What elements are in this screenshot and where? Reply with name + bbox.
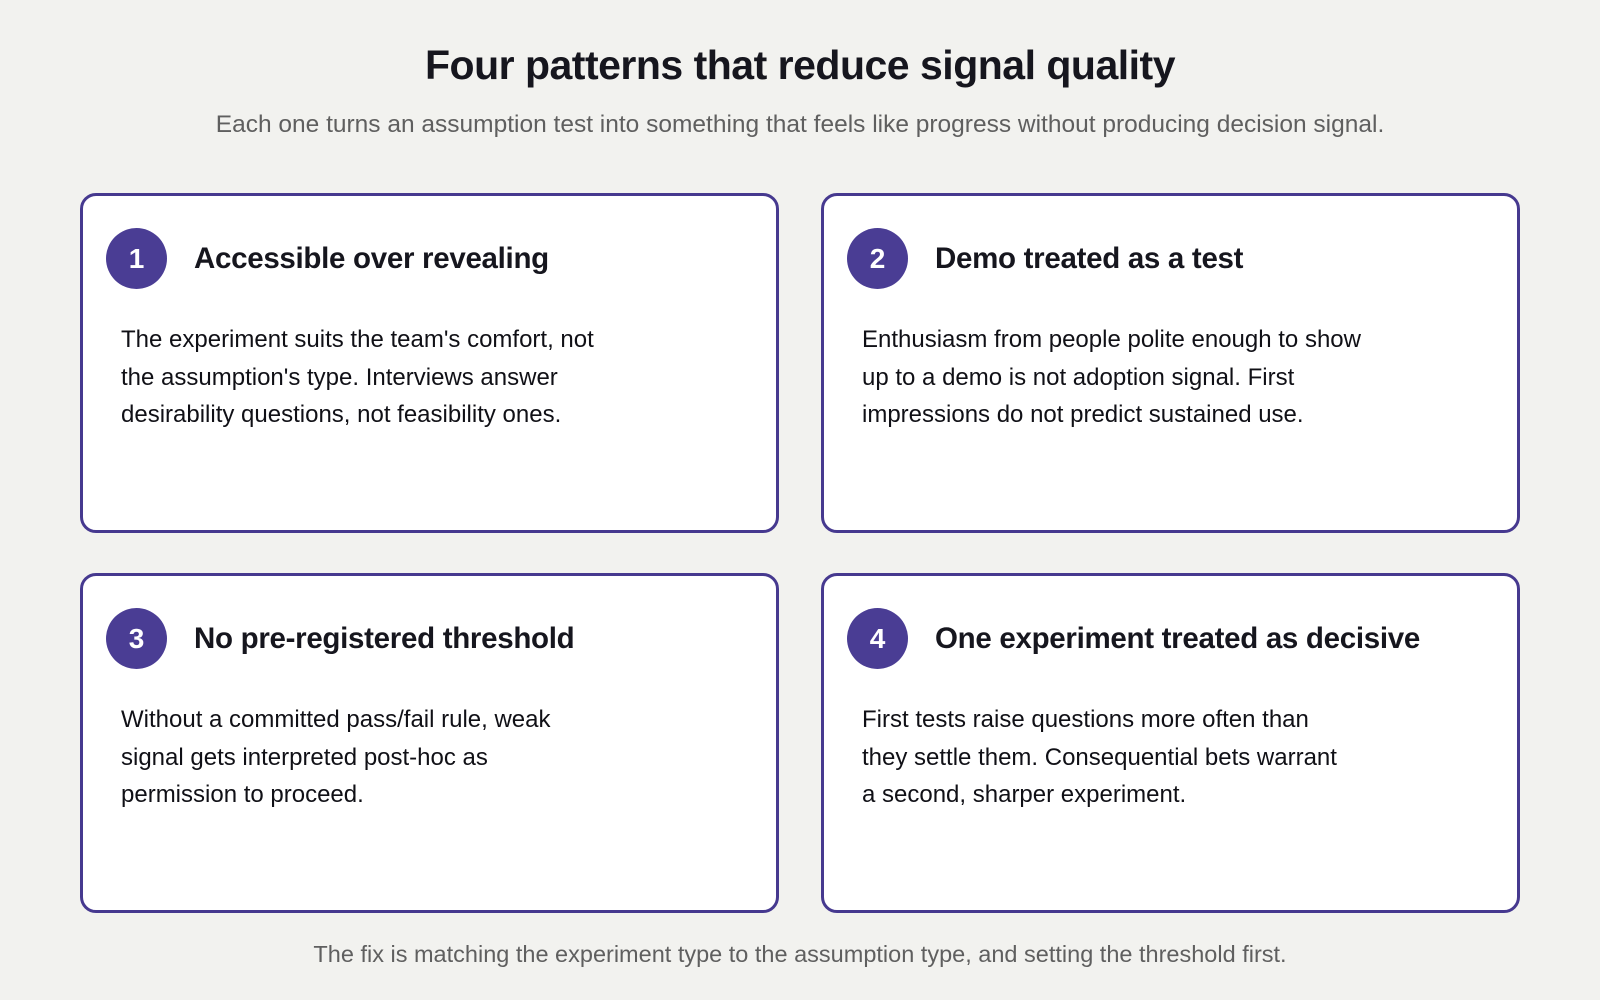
card-title: No pre-registered threshold (194, 621, 575, 655)
card-header: 3 No pre-registered threshold (106, 608, 738, 669)
card-title: Accessible over revealing (194, 241, 549, 275)
number-badge: 3 (106, 608, 167, 669)
pattern-card-1: 1 Accessible over revealing The experime… (80, 193, 779, 533)
number-badge: 2 (847, 228, 908, 289)
number-badge: 4 (847, 608, 908, 669)
pattern-card-2: 2 Demo treated as a test Enthusiasm from… (821, 193, 1520, 533)
card-header: 4 One experiment treated as decisive (847, 608, 1479, 669)
pattern-card-4: 4 One experiment treated as decisive Fir… (821, 573, 1520, 913)
card-header: 1 Accessible over revealing (106, 228, 738, 289)
card-header: 2 Demo treated as a test (847, 228, 1479, 289)
number-badge: 1 (106, 228, 167, 289)
page-title: Four patterns that reduce signal quality (424, 42, 1176, 88)
pattern-card-3: 3 No pre-registered threshold Without a … (80, 573, 779, 913)
footer-note: The fix is matching the experiment type … (313, 941, 1287, 967)
card-body-text: Enthusiasm from people polite enough to … (862, 326, 1361, 428)
pattern-card-grid: 1 Accessible over revealing The experime… (80, 193, 1520, 913)
page-subtitle: Each one turns an assumption test into s… (215, 111, 1385, 138)
card-title: One experiment treated as decisive (935, 621, 1420, 655)
card-body-text: Without a committed pass/fail rule, weak… (121, 706, 551, 808)
card-body-text: The experiment suits the team's comfort,… (121, 326, 594, 428)
card-title: Demo treated as a test (935, 241, 1244, 275)
card-body-text: First tests raise questions more often t… (862, 706, 1337, 808)
